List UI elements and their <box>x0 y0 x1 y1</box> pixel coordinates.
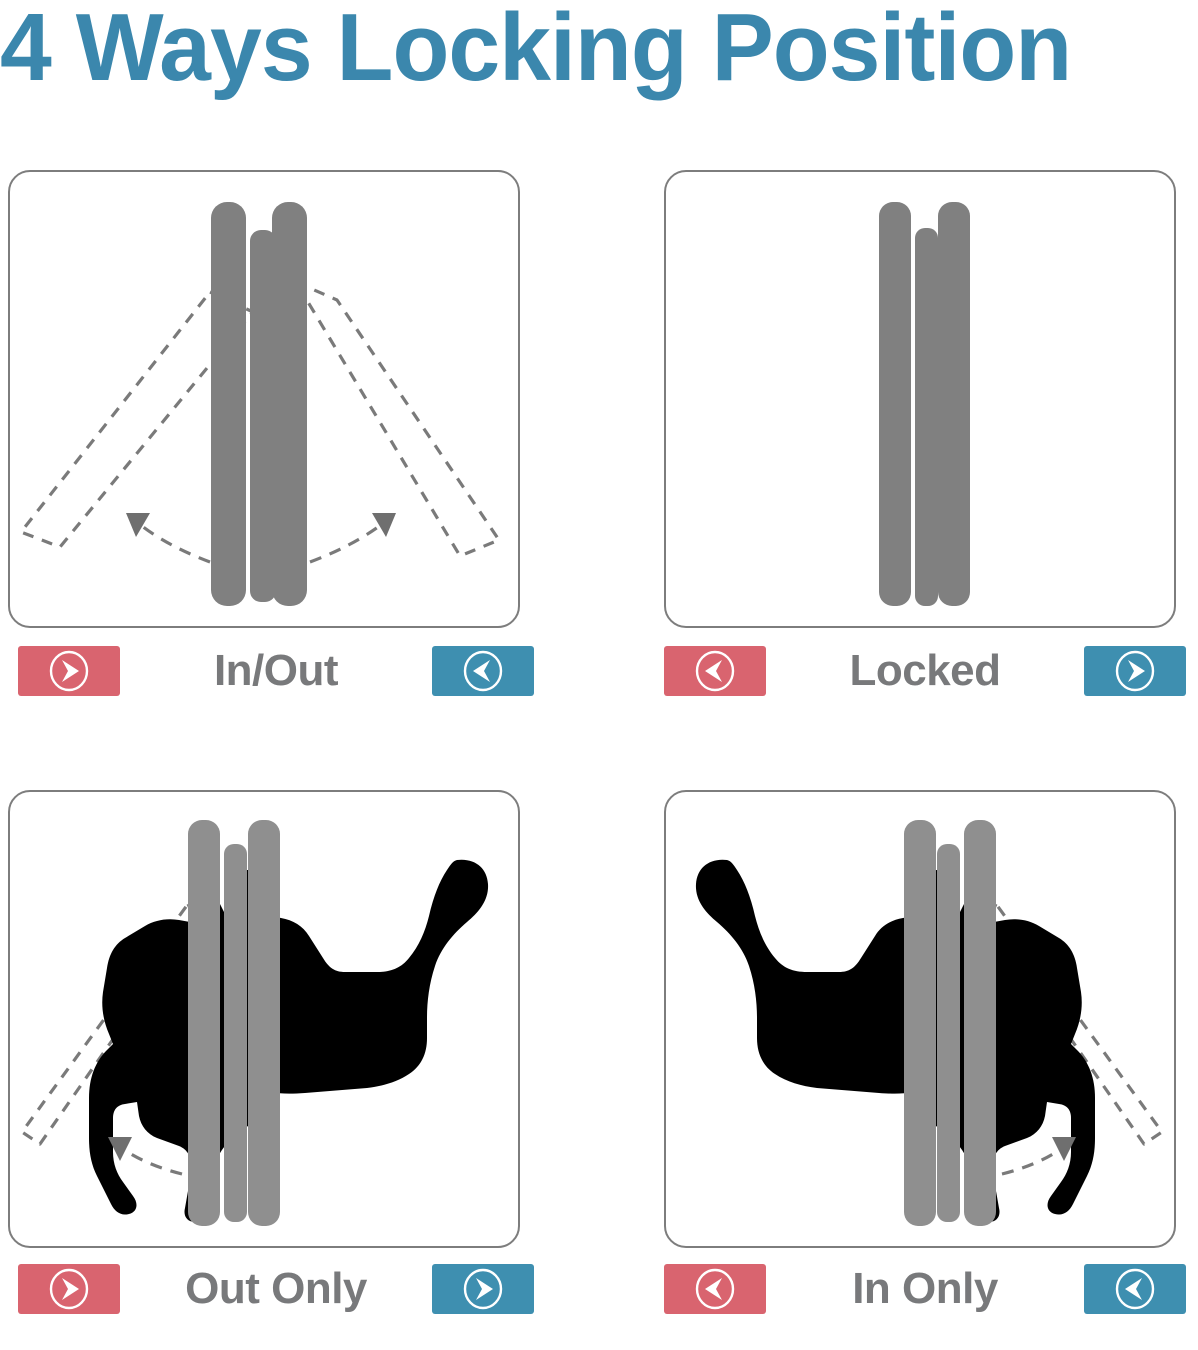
flap-bar-outer-right <box>272 202 307 606</box>
flap-bar-middle <box>915 228 938 606</box>
flap-in-only-diagram <box>664 790 1176 1248</box>
flap-bar-outer-right <box>938 202 970 606</box>
arrow-right-circle-icon <box>463 1268 503 1310</box>
arrow-left-circle-icon <box>463 650 503 692</box>
flap-bar-outer-left <box>188 820 220 1226</box>
badge-right-blue[interactable] <box>1084 646 1186 696</box>
flap-bar-middle <box>250 230 276 602</box>
motion-arrowhead-left <box>108 1137 132 1161</box>
mode-label: Locked <box>849 646 1001 695</box>
caption-row: Locked <box>664 640 1186 702</box>
badge-left-red[interactable] <box>664 1264 766 1314</box>
cat-silhouette <box>89 859 489 1222</box>
badge-right-blue[interactable] <box>432 646 534 696</box>
flap-bars <box>211 202 307 606</box>
caption-row: In/Out <box>18 640 534 702</box>
flap-bar-outer-left <box>879 202 911 606</box>
flap-in-out-diagram <box>8 170 520 628</box>
flap-outline-right <box>294 280 501 558</box>
flap-bar-middle <box>937 844 960 1222</box>
locking-mode-card-in-only[interactable]: In Only <box>664 790 1194 1350</box>
flap-bar-outer-right <box>248 820 280 1226</box>
motion-arrowhead-right <box>1052 1137 1076 1161</box>
arrow-left-circle-icon <box>1115 1268 1155 1310</box>
caption-row: Out Only <box>18 1258 534 1320</box>
badge-left-red[interactable] <box>18 646 120 696</box>
flap-out-only-diagram <box>8 790 520 1248</box>
flap-locked-diagram <box>664 170 1176 628</box>
arrow-left-circle-icon <box>695 650 735 692</box>
locking-mode-card-out-only[interactable]: Out Only <box>8 790 538 1350</box>
motion-arrowhead-right <box>372 513 396 537</box>
locking-mode-card-in-out[interactable]: In/Out <box>8 170 538 730</box>
motion-arrowhead-left <box>126 513 150 537</box>
badge-right-blue[interactable] <box>1084 1264 1186 1314</box>
flap-outline-right <box>986 902 1164 1146</box>
locking-mode-card-locked[interactable]: Locked <box>664 170 1194 730</box>
page-title: 4 Ways Locking Position <box>0 0 1072 101</box>
mode-label: In/Out <box>213 646 339 695</box>
cat-silhouette <box>695 859 1095 1222</box>
flap-diagram-svg <box>695 820 1164 1226</box>
badge-left-red[interactable] <box>664 646 766 696</box>
flap-diagram-svg <box>20 820 489 1226</box>
mode-label: Out Only <box>185 1264 367 1313</box>
arrow-right-circle-icon <box>49 1268 89 1310</box>
badge-left-red[interactable] <box>18 1264 120 1314</box>
badge-right-blue[interactable] <box>432 1264 534 1314</box>
arrow-left-circle-icon <box>695 1268 735 1310</box>
flap-bars <box>904 820 996 1226</box>
flap-bar-outer-left <box>211 202 246 606</box>
flap-diagram-svg <box>879 202 970 606</box>
flap-diagram-svg <box>19 202 501 606</box>
flap-bars <box>188 820 280 1226</box>
flap-outline-left <box>20 902 198 1146</box>
flap-bar-outer-right <box>964 820 996 1226</box>
flap-bars <box>879 202 970 606</box>
flap-bar-outer-left <box>904 820 936 1226</box>
arrow-right-circle-icon <box>49 650 89 692</box>
mode-label: In Only <box>852 1264 998 1313</box>
caption-row: In Only <box>664 1258 1186 1320</box>
arrow-right-circle-icon <box>1115 650 1155 692</box>
flap-bar-middle <box>224 844 247 1222</box>
